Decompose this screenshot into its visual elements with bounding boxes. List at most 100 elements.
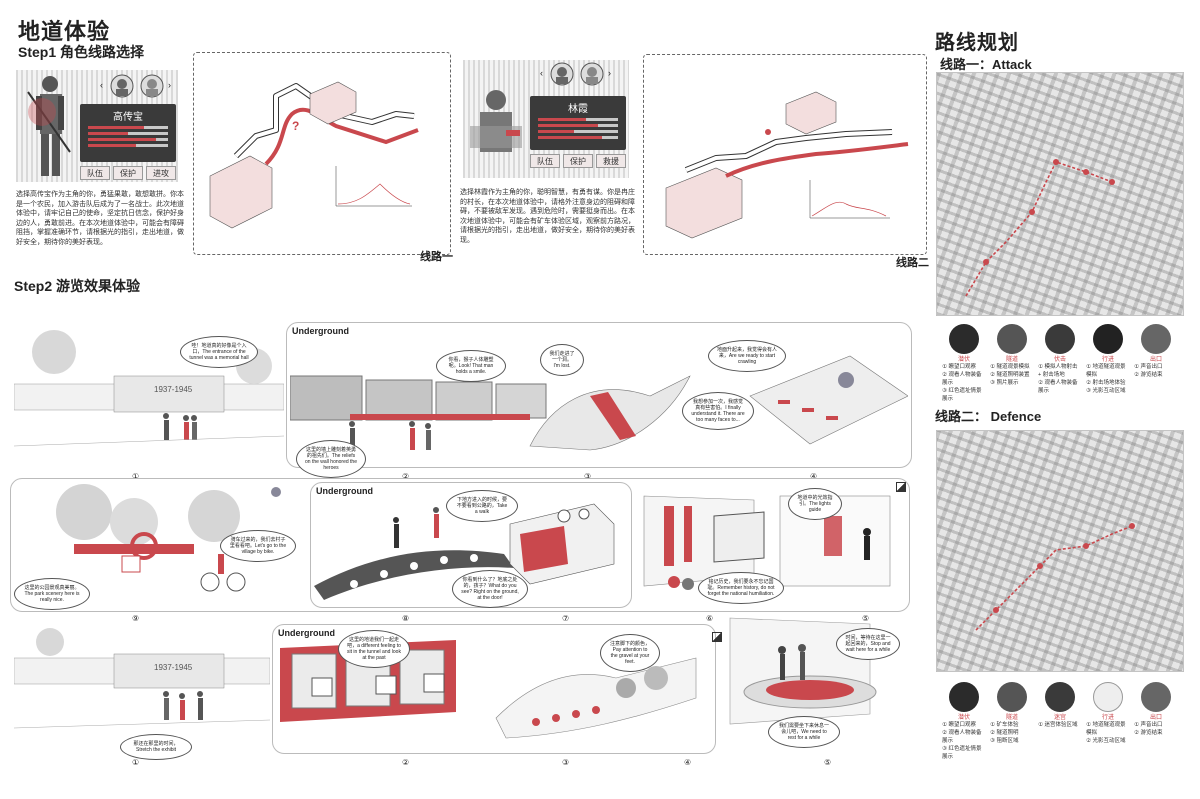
- ambush-icon: [949, 324, 979, 354]
- route2-label: 线路二: [896, 257, 929, 269]
- row2-step-number: ⑥: [706, 614, 714, 623]
- step1-heading: Step1 角色线路选择: [18, 44, 145, 60]
- speech-bubble: 时间，等待在这里一起回来的，Stop and wait here for a w…: [836, 628, 900, 660]
- role2-stat-bar: [538, 118, 618, 121]
- svg-text:?: ?: [292, 119, 299, 133]
- role2-description: 选择林霞作为主角的你，聪明智慧，有勇有谋。你是冉庄的村长，在本次地道体验中，请格…: [460, 189, 635, 244]
- speech-bubble: 你看到什么了？地底之处的，孩子？What do you see? Right o…: [452, 570, 528, 608]
- row2-frame: [10, 478, 910, 612]
- row3-rest-scene: [729, 617, 877, 725]
- speech-bubble: 我们需要坐下来休息一会儿吧，We need to rest for a whil…: [768, 716, 840, 748]
- speech-bubble: 我想参加一次，我感觉真有些害怕。I finally understand it.…: [682, 392, 754, 430]
- role1-name: 高传宝: [113, 112, 143, 123]
- route1-icon-row: 潜伏 ① 瞭望口观察 ② 观看人物装备展示 ③ 红色遗址情景展示 隧道 ① 隧道…: [936, 324, 1184, 402]
- role1-attack-button[interactable]: 进攻: [146, 166, 176, 180]
- role2-stat-bar: [538, 136, 618, 139]
- route2-icon-row: 潜伏 ① 瞭望口观察 ② 观看人物装备展示 ③ 红色遗址情景展示 隧道 ① 矿车…: [936, 682, 1184, 760]
- role1-stat-bar: [88, 138, 168, 141]
- corner-arrow-icon: [896, 482, 906, 492]
- route1-map: [936, 72, 1184, 316]
- page-title: 地道体验: [18, 19, 111, 44]
- route2-path-overlay: [936, 430, 1184, 672]
- row1-underground-panel: [286, 322, 912, 468]
- role2-rescue-button[interactable]: 救援: [596, 154, 626, 168]
- row2-step-number: ⑧: [402, 614, 410, 623]
- row2-exhibition-scene: [643, 495, 891, 590]
- role1-team-button[interactable]: 队伍: [80, 166, 110, 180]
- route2-title: 线路二： Defence: [935, 409, 1042, 424]
- role1-stat-bar: [88, 126, 168, 129]
- route2-stage-ambush: 潜伏 ① 瞭望口观察 ② 观看人物装备展示 ③ 红色遗址情景展示: [942, 682, 986, 761]
- route1-stage-exit: 出口 ① 声音出口 ② 游览结束: [1134, 324, 1178, 403]
- route1-stage-advance: 行进 ① 地道隧道观景模拟 ② 射击场地体验 ③ 光影互动区域: [1086, 324, 1130, 403]
- row2-park-scene: [56, 484, 281, 592]
- villager-figure-icon: [470, 90, 522, 152]
- speech-bubble: 哇！地道真的好像是个入口，The entrance of the tunnel …: [180, 336, 258, 368]
- route2-stage-exit: 出口 ① 声音出口 ② 游览结束: [1134, 682, 1178, 761]
- role1-portrait-alt-icon: [140, 74, 164, 98]
- route1-diagram-panel: [193, 52, 451, 255]
- row2-step-number: ⑦: [562, 614, 570, 623]
- route1-stage-ambush: 潜伏 ① 瞭望口观察 ② 观看人物装备展示 ③ 红色遗址情景展示: [942, 324, 986, 403]
- tunnel-icon: [997, 324, 1027, 354]
- speech-bubble: 地道中的光效指引。The lights guide: [788, 488, 842, 520]
- step2-heading: Step2 游览效果体验: [14, 278, 141, 294]
- role1-stat-bar: [88, 144, 168, 147]
- row3-underground-tag: Underground: [278, 628, 335, 638]
- chevron-left-icon[interactable]: ‹: [100, 80, 103, 90]
- speech-bubble: 铭记历史，我们要永不忘记国耻。Remember history, do not …: [698, 572, 784, 604]
- role1-stat-bar: [88, 132, 168, 135]
- advance-icon: [1093, 682, 1123, 712]
- exit-icon: [1141, 682, 1171, 712]
- row3-step-number: ①: [132, 758, 140, 767]
- row2-underground-scene: [314, 503, 615, 600]
- route1-stage-attack: 伏击 ① 模拟人物射击 + 射击场地 ② 观看人物装备展示: [1038, 324, 1082, 403]
- role2-team-button[interactable]: 队伍: [530, 154, 560, 168]
- speech-bubble: 你看，猴子人体雕塑呢。Look! That man holds a smile.: [436, 350, 506, 382]
- route1-stage-tunnel: 隧道 ① 隧道观景模拟 ② 隧道照明装置 ③ 照片展示: [990, 324, 1034, 403]
- route1-path-overlay: [936, 72, 1184, 316]
- speech-bubble: 那还在那里的时间，Stretch the exhibit: [120, 734, 192, 760]
- role2-name: 林霞: [568, 104, 588, 115]
- row3-wall-date: 1937-1945: [154, 663, 193, 672]
- row1-step-number: ②: [402, 472, 410, 481]
- row2-step-number: ⑨: [132, 614, 140, 623]
- route2-stage-tunnel: 隧道 ① 矿车体验 ② 隧道照明 ③ 阻断区域: [990, 682, 1034, 761]
- route2-diagram-panel: [643, 54, 927, 255]
- row1-step-number: ①: [132, 472, 140, 481]
- ambush-icon: [949, 682, 979, 712]
- speech-bubble: 我们走进了一个洞。I'm lost.: [540, 344, 584, 376]
- row1-wall-date: 1937-1945: [154, 385, 193, 394]
- route-planning-title: 路线规划: [935, 32, 1019, 54]
- chevron-left-icon[interactable]: ‹: [540, 68, 543, 78]
- route2-map: [936, 430, 1184, 672]
- row3-step-number: ②: [402, 758, 410, 767]
- route1-title: 线路一：Attack: [940, 57, 1032, 72]
- row1-step-number: ③: [584, 472, 592, 481]
- speech-bubble: 注意脚下的颜色，Pay attention to the gravel at y…: [600, 634, 660, 672]
- route2-stage-advance: 行进 ① 地道隧道观景模拟 ② 光影互动区域: [1086, 682, 1130, 761]
- role1-portrait-icon: [110, 74, 134, 98]
- row2-step-number: ⑤: [862, 614, 870, 623]
- speech-bubble: 骑车过来的，我们去村子里看看吧。Let's go to the village …: [220, 530, 296, 562]
- row3-entrance-scene: 1937-1945: [14, 628, 270, 729]
- row1-underground-scene: [290, 355, 908, 451]
- role1-protect-button[interactable]: 保护: [113, 166, 143, 180]
- row3-underground-panel: [272, 624, 716, 754]
- role2-card: 林霞: [530, 96, 626, 150]
- speech-bubble: 地面升起来，我觉得会有人来，Are we ready to start craw…: [708, 340, 786, 372]
- route2-isometric-diagram: [665, 91, 909, 239]
- role2-stat-bar: [538, 124, 618, 127]
- soldier-figure-icon: [27, 76, 71, 176]
- chevron-right-icon[interactable]: ›: [168, 80, 171, 90]
- maze-icon: [1045, 682, 1075, 712]
- role2-protect-button[interactable]: 保护: [563, 154, 593, 168]
- role2-stat-bar: [538, 130, 618, 133]
- row2-underground-panel: [310, 482, 632, 608]
- advance-icon: [1093, 324, 1123, 354]
- row2-underground-tag: Underground: [316, 486, 373, 496]
- role2-portrait-icon: [550, 62, 574, 86]
- role1-description: 选择高传宝作为主角的你，勇猛果敢，敢想敢拼。你本是一个农民，加入游击队后成为了一…: [16, 191, 184, 246]
- row3-step-number: ③: [562, 758, 570, 767]
- chevron-right-icon[interactable]: ›: [608, 68, 611, 78]
